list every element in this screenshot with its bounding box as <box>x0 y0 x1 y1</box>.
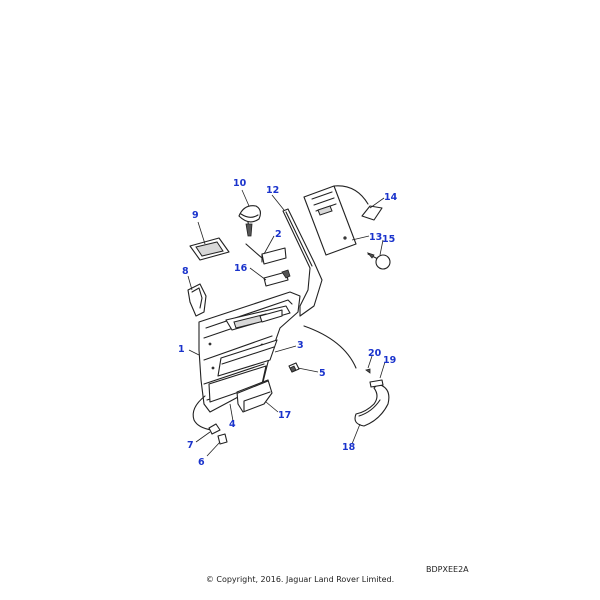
handle-bezel <box>189 237 230 261</box>
tweeter-cover <box>333 185 383 221</box>
trim-strip <box>282 208 323 317</box>
lock-surround <box>187 283 207 317</box>
callout-9: 9 <box>192 210 199 221</box>
grab-handle <box>303 325 390 427</box>
callout-19: 19 <box>383 355 396 366</box>
map-pocket-panel <box>217 339 278 377</box>
callout-1: 1 <box>178 344 185 355</box>
callout-5: 5 <box>319 368 326 379</box>
callout-2: 2 <box>275 229 282 240</box>
callout-18: 18 <box>342 442 356 453</box>
callout-15: 15 <box>382 234 395 245</box>
pull-handle <box>245 243 287 265</box>
callout-8: 8 <box>182 266 189 277</box>
upper-trim-panel <box>303 185 357 256</box>
callout-10: 10 <box>233 178 247 189</box>
callout-14: 14 <box>384 192 398 203</box>
callout-17: 17 <box>278 410 291 421</box>
door-pocket-bin <box>236 379 273 413</box>
fasteners <box>192 395 228 445</box>
clip-and-screw <box>365 368 384 388</box>
callout-7: 7 <box>187 440 194 451</box>
armrest <box>225 305 291 331</box>
copyright-notice: © Copyright, 2016. Jaguar Land Rover Lim… <box>205 575 395 584</box>
interior-handle <box>263 269 291 287</box>
callout-16: 16 <box>234 263 248 274</box>
speaker-grille <box>238 205 262 237</box>
leader-lines <box>187 189 386 457</box>
callouts: 1 2 3 4 5 6 7 8 9 10 12 13 14 15 16 17 1… <box>178 178 398 468</box>
callout-4: 4 <box>229 419 236 430</box>
clip <box>288 362 300 373</box>
callout-20: 20 <box>368 348 382 359</box>
callout-12: 12 <box>266 185 279 196</box>
diagram-reference-code: BDPXEE2A <box>426 565 469 574</box>
callout-3: 3 <box>297 340 304 351</box>
fastener-knob <box>366 252 391 270</box>
callout-13: 13 <box>369 232 382 243</box>
callout-6: 6 <box>198 457 205 468</box>
